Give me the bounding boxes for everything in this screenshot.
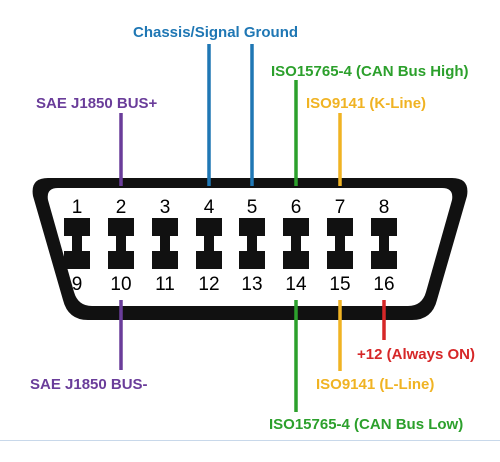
label-iso15765-low: ISO15765-4 (CAN Bus Low) xyxy=(269,416,463,433)
pin-socket xyxy=(239,243,265,269)
top-row-pin-numbers: 1 2 3 4 5 6 7 8 xyxy=(72,197,390,218)
pin-socket xyxy=(327,243,353,269)
pin-3: 3 xyxy=(160,197,171,218)
pin-12: 12 xyxy=(198,274,219,295)
label-iso15765-high: ISO15765-4 (CAN Bus High) xyxy=(271,63,469,80)
pin-socket xyxy=(108,218,134,244)
pin-14: 14 xyxy=(285,274,307,295)
label-iso9141-lline: ISO9141 (L-Line) xyxy=(316,376,434,393)
pin-socket xyxy=(196,218,222,244)
bottom-row-sockets xyxy=(64,243,397,269)
pin-socket xyxy=(239,218,265,244)
pin-6: 6 xyxy=(291,197,302,218)
pin-socket xyxy=(152,243,178,269)
pin-2: 2 xyxy=(116,197,127,218)
pin-socket xyxy=(108,243,134,269)
label-plus12: +12 (Always ON) xyxy=(357,346,475,363)
pin-socket xyxy=(283,218,309,244)
pin-15: 15 xyxy=(329,274,350,295)
pin-socket xyxy=(64,243,90,269)
pin-socket xyxy=(371,243,397,269)
leader-lines xyxy=(119,44,386,412)
pin-socket xyxy=(327,218,353,244)
label-sae-bus-plus: SAE J1850 BUS+ xyxy=(36,95,158,112)
pin-socket xyxy=(371,218,397,244)
label-iso9141-kline: ISO9141 (K-Line) xyxy=(306,95,426,112)
pin-5: 5 xyxy=(247,197,258,218)
pin-10: 10 xyxy=(110,274,131,295)
bottom-row-pin-numbers: 9 10 11 12 13 14 15 16 xyxy=(72,274,395,295)
label-chassis-signal-ground: Chassis/Signal Ground xyxy=(133,24,298,41)
pin-7: 7 xyxy=(335,197,346,218)
pin-socket xyxy=(152,218,178,244)
pin-16: 16 xyxy=(373,274,394,295)
pin-socket xyxy=(283,243,309,269)
label-sae-bus-minus: SAE J1850 BUS- xyxy=(30,376,148,393)
pin-13: 13 xyxy=(241,274,262,295)
bottom-divider xyxy=(0,440,500,441)
pin-9: 9 xyxy=(72,274,83,295)
pin-11: 11 xyxy=(155,274,175,295)
pin-socket xyxy=(64,218,90,244)
pin-8: 8 xyxy=(379,197,390,218)
top-row-sockets xyxy=(64,218,397,244)
pin-socket xyxy=(196,243,222,269)
pin-1: 1 xyxy=(72,197,83,218)
pin-4: 4 xyxy=(204,197,215,218)
